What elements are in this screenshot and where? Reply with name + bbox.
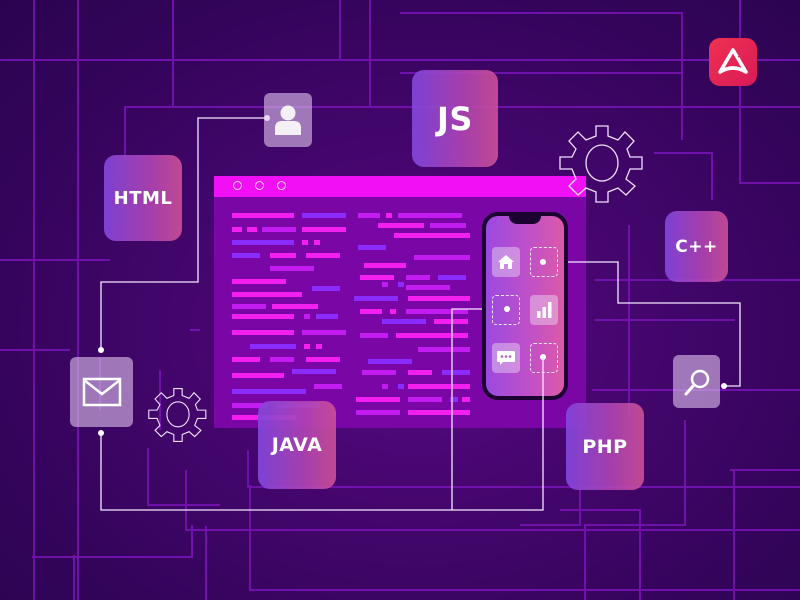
gear-icon xyxy=(148,388,207,442)
phone-app-placeholder[interactable] xyxy=(492,295,520,325)
search-tile xyxy=(673,355,720,408)
tile-java: JAVA xyxy=(258,401,336,489)
window-titlebar xyxy=(214,176,586,197)
tile-label: JAVA xyxy=(271,434,323,456)
phone-app-placeholder[interactable] xyxy=(530,343,558,373)
phone-app-home[interactable] xyxy=(492,247,520,277)
tile-cpp: C++ xyxy=(665,211,728,282)
phone-app-chat[interactable] xyxy=(492,343,520,373)
phone-app-placeholder[interactable] xyxy=(530,247,558,277)
tile-label: JS xyxy=(437,99,473,138)
user-icon xyxy=(275,105,301,135)
window-dot xyxy=(233,181,242,190)
tile-label: HTML xyxy=(113,187,173,209)
triangle-a-logo-icon xyxy=(718,48,748,74)
smartphone xyxy=(482,212,568,400)
tile-label: PHP xyxy=(582,435,628,458)
tile-js: JS xyxy=(412,70,498,167)
user-tile xyxy=(264,93,312,147)
mail-icon xyxy=(82,377,121,407)
gear-icon xyxy=(559,125,643,203)
tile-php: PHP xyxy=(566,403,644,490)
chat-icon xyxy=(497,351,515,365)
window-dot xyxy=(277,181,286,190)
home-icon xyxy=(498,255,514,269)
tile-html: HTML xyxy=(104,155,182,241)
brand-logo[interactable] xyxy=(709,38,757,86)
phone-notch xyxy=(509,216,541,224)
code-lines xyxy=(214,197,586,428)
tile-label: C++ xyxy=(675,236,718,257)
bar-chart-icon xyxy=(537,302,552,318)
phone-app-chart[interactable] xyxy=(530,295,558,325)
window-dot xyxy=(255,181,264,190)
mail-tile xyxy=(70,357,133,427)
search-icon xyxy=(684,369,709,395)
